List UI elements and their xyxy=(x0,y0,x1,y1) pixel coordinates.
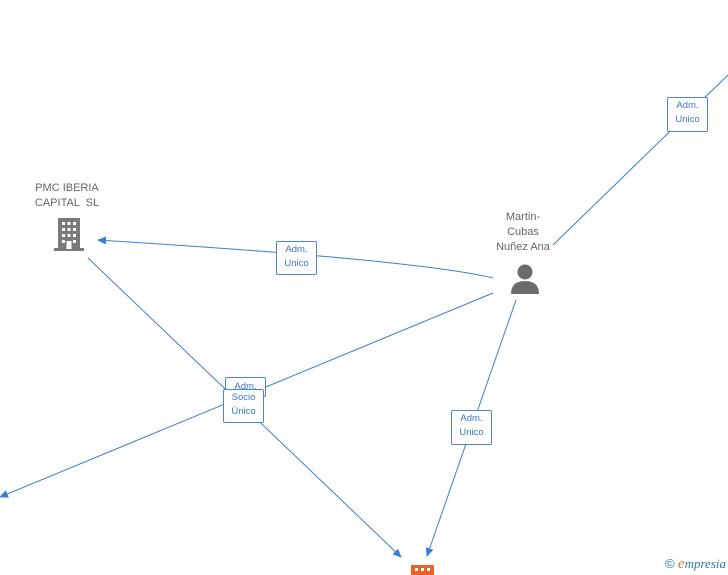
edge-label-line: Socio xyxy=(231,392,256,403)
edge-label-pmc-to-bottom[interactable]: Socio Único xyxy=(223,389,264,423)
node-label-line: Martin- xyxy=(505,211,541,223)
edge-label-martin-to-bottom[interactable]: Adm. Unico xyxy=(451,410,492,445)
edge-martin-to-pmc[interactable] xyxy=(97,236,494,279)
edge-label-line: Adm. xyxy=(285,244,308,255)
copyright-symbol: © xyxy=(665,556,675,571)
edge-label-line: Unico xyxy=(459,427,484,438)
brand-initial: e xyxy=(677,556,685,572)
edge-label-line: Adm. xyxy=(234,381,257,392)
edge-label-line: Unico xyxy=(675,114,700,125)
person-icon[interactable] xyxy=(511,264,539,295)
node-label-pmc-iberia[interactable]: PMC IBERIA CAPITAL SL xyxy=(22,181,112,211)
edge-label-line: Único xyxy=(231,406,256,417)
node-label-line: CAPITAL SL xyxy=(34,197,100,209)
edge-label-martin-to-pmc[interactable]: Adm. Unico xyxy=(276,241,317,275)
node-label-line: PMC IBERIA xyxy=(35,182,99,194)
node-label-line: Cubas xyxy=(507,226,539,238)
edge-label-line: Unico xyxy=(284,258,309,269)
empresia-watermark: © empresia xyxy=(665,556,726,573)
edge-label-line: Adm. xyxy=(676,100,699,111)
node-label-line: Nuñez Ana xyxy=(496,241,550,253)
brand-name: mpresia xyxy=(684,556,726,571)
edge-label-line: Adm. xyxy=(460,413,483,424)
building-icon-orange[interactable] xyxy=(411,565,434,575)
node-label-martin-cubas[interactable]: Martin- Cubas Nuñez Ana xyxy=(483,210,563,255)
edge-label-martin-to-top[interactable]: Adm. Unico xyxy=(667,97,708,132)
building-icon[interactable] xyxy=(54,218,84,251)
